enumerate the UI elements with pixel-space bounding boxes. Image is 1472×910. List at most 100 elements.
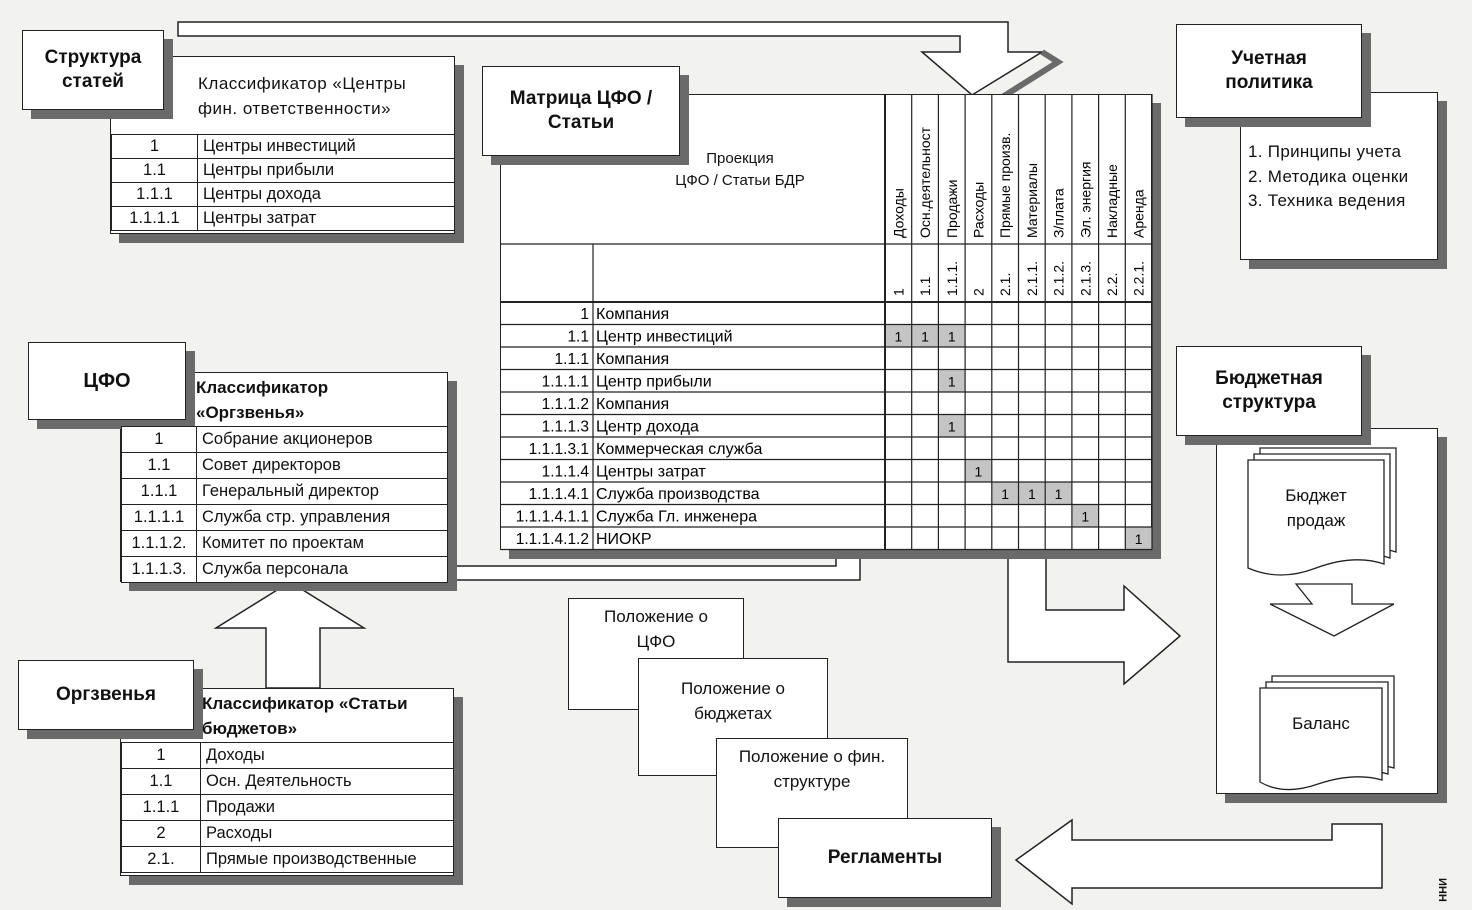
row-code: 1.1.1.2. [121,530,197,557]
matrix-col-label: З/плата [1051,188,1067,238]
matrix-row-name: Центр прибыли [596,373,712,390]
matrix-col-code: 2.1.2. [1051,261,1067,296]
matrix-row-name: Коммерческая служба [596,441,762,458]
row-name: Собрание акционеров [196,426,448,453]
matrix-col-code: 2.1.3. [1077,261,1093,296]
matrix-row-code: 1.1.1.4.1 [529,486,589,503]
table-row: 1.1.1.3.Служба персонала [121,556,448,583]
matrix-mark-cell [1018,482,1046,505]
row-name: Доходы [200,742,454,769]
matrix-title: Матрица ЦФО / Статьи [482,66,680,156]
doc-budget-sales: Бюджет продаж [1285,486,1347,530]
klass-cfo-header: Классификатор «Центры фин. ответственнос… [198,74,407,118]
struktura-title: Структура статей [22,30,164,110]
matrix-col-label: Материалы [1024,163,1040,238]
row-code: 1.1.1.3. [121,556,197,583]
row-code: 1.1.1.1 [121,504,197,531]
row-code: 1.1.1 [121,794,201,821]
budget-struct-title: Бюджетная структура [1176,346,1362,436]
doc-balance: Баланс [1292,714,1350,733]
row-code: 1.1 [121,452,197,479]
matrix-col-code: 2 [970,288,986,296]
matrix-mark-cell [938,324,966,347]
row-code: 2 [121,820,201,847]
arrow-budget-to-reglamenty [1014,818,1383,906]
matrix-col-label: Продажи [944,180,960,238]
matrix-mark-value: 1 [921,328,929,344]
row-code: 1.1.1 [121,478,197,505]
matrix-row-code: 1.1 [567,328,589,345]
matrix-row-name: Центр дохода [596,418,699,435]
row-name: Совет директоров [196,452,448,479]
matrix-row-code: 1.1.1.4.1.1 [516,508,589,525]
matrix-row-code: 1.1.1.4.1.2 [516,531,589,548]
row-name: Служба стр. управления [196,504,448,531]
matrix-mark-value: 1 [1055,486,1063,502]
row-code: 1.1.1 [111,182,198,207]
matrix-row-code: 1.1.1.3 [542,418,589,435]
matrix-grid: Доходы1Осн.деятельност1.1Продажи1.1.1.Ра… [500,94,1153,551]
row-code: 1 [121,742,201,769]
matrix-mark-cell [965,459,992,482]
row-name: Центры прибыли [197,158,455,183]
arrow-struktura-to-matrix [177,21,1045,96]
klass-stati-header: Классификатор «Статьи бюджетов» [202,694,408,738]
matrix-mark-value: 1 [975,463,983,479]
row-code: 1.1.1.1 [111,206,198,231]
matrix-mark-value: 1 [1028,486,1036,502]
reglamenty-title: Регламенты [778,818,992,898]
uchet-items: 1. Принципы учета 2. Методика оценки 3. … [1248,140,1408,214]
matrix-box [500,94,1152,550]
matrix-mark-value: 1 [948,373,956,389]
row-name: Расходы [200,820,454,847]
matrix-row-name: Компания [596,351,669,368]
row-name: Комитет по проектам [196,530,448,557]
matrix-col-code: 2.2.1. [1131,261,1147,296]
matrix-row-name: Центры затрат [596,463,706,480]
row-name: Осн. Деятельность [200,768,454,795]
uchet-box [1240,92,1438,260]
matrix-mark-cell [1045,482,1072,505]
matrix-col-code: 2.1. [997,273,1013,296]
matrix-mark-value: 1 [1001,486,1009,502]
matrix-row-code: 1.1.1.3.1 [529,441,589,458]
uchet-item-1: 1. Принципы учета [1248,142,1402,161]
matrix-row-name: Компания [596,306,669,323]
corner-text: ИНН [1436,878,1448,902]
uchet-title: Учетная политика [1176,24,1362,118]
row-name: Центры дохода [197,182,455,207]
row-name: Центры инвестиций [197,134,455,159]
matrix-col-code: 1 [890,288,906,296]
arrow-matrix-to-budget [1007,511,1182,686]
matrix-mark-cell [991,482,1019,505]
row-name: Прямые производственные [200,846,454,873]
klass-org-header: Классификатор «Оргзвенья» [196,378,329,422]
orgzvenya-title: Оргзвенья [18,660,194,730]
matrix-col-label: Эл. энергия [1077,161,1093,238]
matrix-col-label: Расходы [970,182,986,238]
matrix-col-code: 2.2. [1104,273,1120,296]
row-name: Служба персонала [196,556,448,583]
row-code: 1.1 [111,158,198,183]
matrix-mark-value: 1 [894,328,902,344]
budget-docs [1247,447,1397,791]
uchet-item-3: 3. Техника ведения [1248,191,1406,211]
matrix-row-code: 1.1.1 [555,351,589,368]
matrix-projection: Проекция ЦФО / Статьи БДР [675,150,805,189]
matrix-mark-cell [938,369,966,392]
matrix-col-label: Аренда [1131,189,1147,238]
matrix-col-label: Осн.деятельност [917,126,933,238]
matrix-mark-cell [1071,504,1099,527]
matrix-row-name: Центр инвестиций [596,328,733,345]
matrix-row-code: 1.1.1.2 [542,396,589,413]
row-name: Генеральный директор [196,478,448,505]
